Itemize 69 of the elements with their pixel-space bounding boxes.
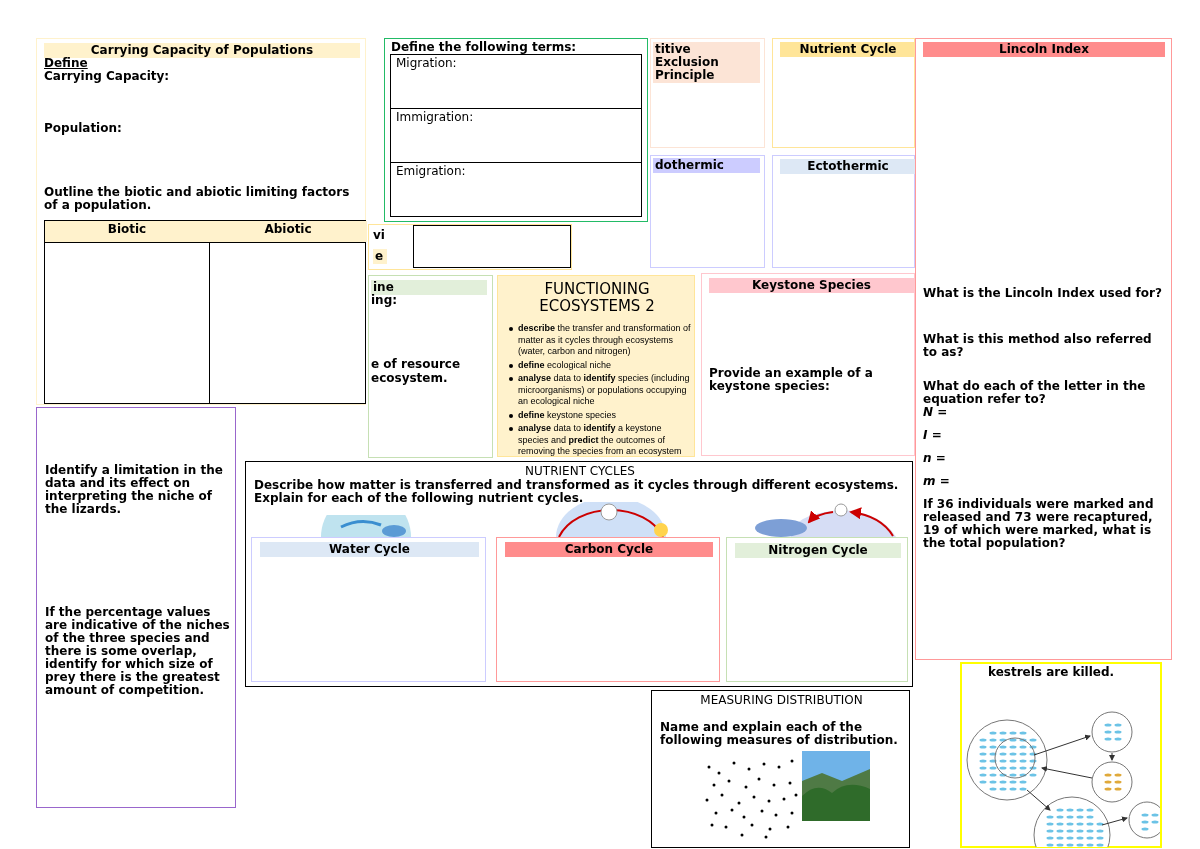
text-fragment: kestrels are killed. (988, 666, 1116, 679)
section-label: Define (44, 57, 89, 70)
field-label: Migration: (396, 57, 458, 70)
text-fragment: ecosystem. (371, 372, 449, 385)
heading-fragment: e (373, 249, 387, 264)
list-item: define keystone species (518, 409, 617, 421)
panel-heading: Define the following terms: (391, 41, 578, 54)
panel-title: MEASURING DISTRIBUTION (699, 694, 864, 707)
heading-fragment: titive Exclusion Principle (653, 42, 760, 83)
question-text: What do each of the letter in the equation refer to? (923, 380, 1147, 406)
list-item: analyse data to identify a keystone species and predict the outcomes of removing the species from an ecosystem (518, 423, 683, 458)
worksheet-panel (36, 407, 236, 808)
question-text: Provide an example of a keystone species: (709, 367, 874, 393)
list-item: define ecological niche (518, 359, 612, 371)
text-fragment: ing: (371, 294, 399, 307)
instruction-text: Name and explain each of the following measures of distribution. (660, 721, 899, 747)
worksheet-panel (772, 155, 915, 268)
answer-box (390, 108, 642, 163)
worksheet-panel (368, 224, 572, 270)
column-header: Biotic (45, 221, 209, 242)
answer-box (496, 537, 720, 682)
panel-heading: Nutrient Cycle (780, 42, 916, 57)
equation-term: m = (923, 475, 951, 488)
question-text: Outline the biotic and abiotic limiting factors of a population. (44, 186, 351, 212)
worksheet-panel (650, 155, 765, 268)
panel-title: FUNCTIONING ECOSYSTEMS 2 (538, 281, 656, 315)
heading-fragment: ine (371, 280, 487, 295)
question-text: If 36 individuals were marked and released and 73 were recaptured, 19 of which were marked, what is the total population? (923, 498, 1155, 550)
panel-heading: Ectothermic (780, 159, 916, 174)
worksheet-panel (651, 690, 910, 848)
instruction-text: Describe how matter is transferred and transformed as it cycles through different ecosystems. Explain for each of the following nutrient cycles. (254, 479, 900, 505)
objectives-panel (497, 275, 695, 457)
question-text: What is this method also referred to as? (923, 333, 1153, 359)
field-label: Immigration: (396, 111, 475, 124)
text-fragment: e of resource (371, 358, 462, 371)
worksheet-panel (772, 38, 915, 148)
answer-box (726, 537, 908, 682)
question-text: If the percentage values are indicative of the niches of the three species and there is some overlap, identify for which size of prey there is the greatest amount of competition. (45, 606, 231, 697)
field-label: Emigration: (396, 165, 467, 178)
panel-heading: Keystone Species (709, 278, 914, 293)
equation-term: n = (923, 452, 947, 465)
column-header: Abiotic (209, 221, 367, 242)
worksheet-panel (960, 662, 1162, 848)
question-text: What is the Lincoln Index used for? (923, 287, 1163, 300)
panel-heading: Carrying Capacity of Populations (44, 43, 360, 58)
table (44, 220, 366, 404)
panel-heading: Carbon Cycle (505, 542, 713, 557)
worksheet-panel (368, 275, 493, 458)
panel-heading: Nitrogen Cycle (735, 543, 901, 558)
panel-title: NUTRIENT CYCLES (524, 465, 636, 478)
worksheet-panel (36, 38, 366, 405)
panel-heading: Water Cycle (260, 542, 479, 557)
worksheet-panel (650, 38, 765, 148)
worksheet-panel (384, 38, 648, 222)
worksheet-panel (245, 461, 913, 687)
question-text: Identify a limitation in the data and its effect on interpreting the niche of the lizards. (45, 464, 224, 516)
answer-box (390, 54, 642, 109)
answer-box (390, 162, 642, 217)
panel-heading: Lincoln Index (923, 42, 1165, 57)
answer-box (251, 537, 486, 682)
worksheet-panel (701, 273, 915, 456)
equation-term: I = (923, 429, 943, 442)
equation-term: N = (923, 406, 948, 419)
question-text: Population: (44, 122, 123, 135)
text-fragment: vi (373, 229, 386, 242)
list-item: describe the transfer and transformation of matter as it cycles through ecosystems (water, carbon and nitrogen) (518, 323, 692, 358)
question-text: Carrying Capacity: (44, 70, 171, 83)
worksheet-panel (915, 38, 1172, 660)
heading-fragment: dothermic (653, 158, 760, 173)
